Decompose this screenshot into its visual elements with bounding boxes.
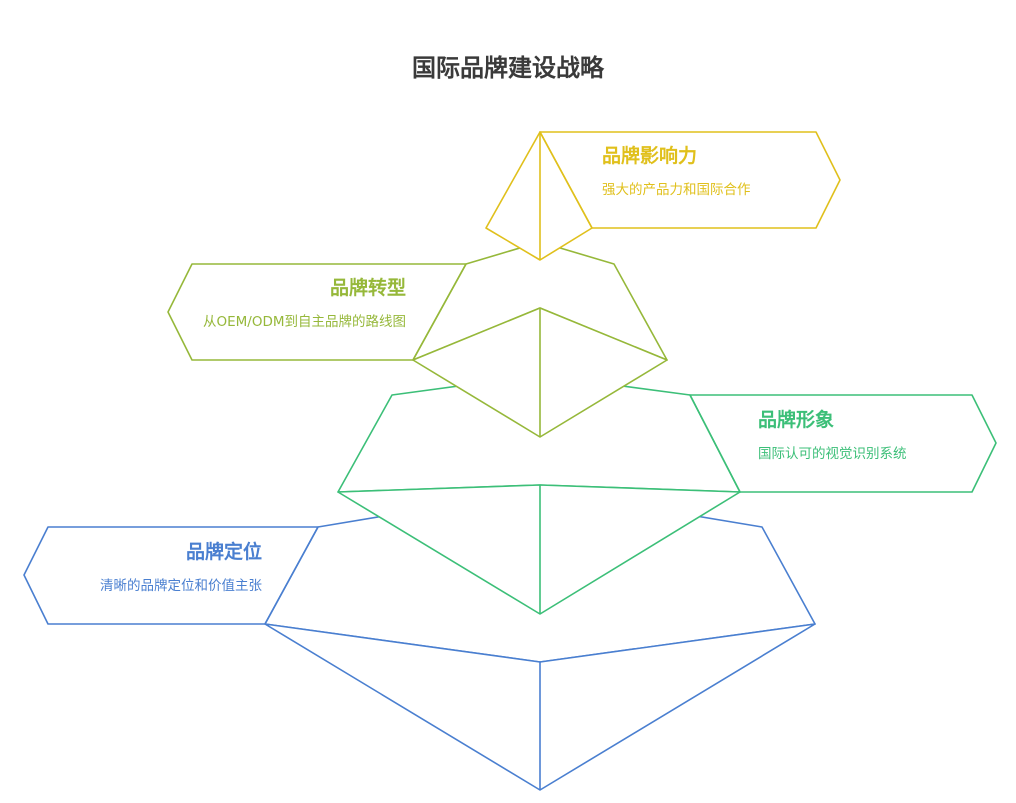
- level-desc-transform: 从OEM/ODM到自主品牌的路线图: [202, 314, 406, 330]
- pyramid-level-transform: [167, 241, 668, 438]
- level-title-influence: 品牌影响力: [602, 145, 698, 167]
- label-transform: 品牌转型 从OEM/ODM到自主品牌的路线图: [196, 276, 406, 332]
- label-influence: 品牌影响力 强大的产品力和国际合作: [602, 144, 832, 200]
- level-title-image: 品牌形象: [758, 409, 835, 431]
- level-desc-position: 清晰的品牌定位和价值主张: [100, 578, 262, 594]
- diagram-title: 国际品牌建设战略: [412, 54, 604, 82]
- label-image: 品牌形象 国际认可的视觉识别系统: [758, 408, 988, 464]
- level-title-transform: 品牌转型: [329, 277, 406, 299]
- callout-transform: [167, 263, 467, 361]
- label-position: 品牌定位 清晰的品牌定位和价值主张: [62, 540, 262, 596]
- pyramid-level-influence: [485, 131, 841, 261]
- callout-image: [689, 394, 997, 493]
- callout-position: [23, 526, 319, 625]
- level-desc-image: 国际认可的视觉识别系统: [758, 446, 907, 462]
- level-title-position: 品牌定位: [185, 541, 262, 563]
- level-desc-influence: 强大的产品力和国际合作: [602, 182, 751, 198]
- callout-influence: [539, 131, 841, 229]
